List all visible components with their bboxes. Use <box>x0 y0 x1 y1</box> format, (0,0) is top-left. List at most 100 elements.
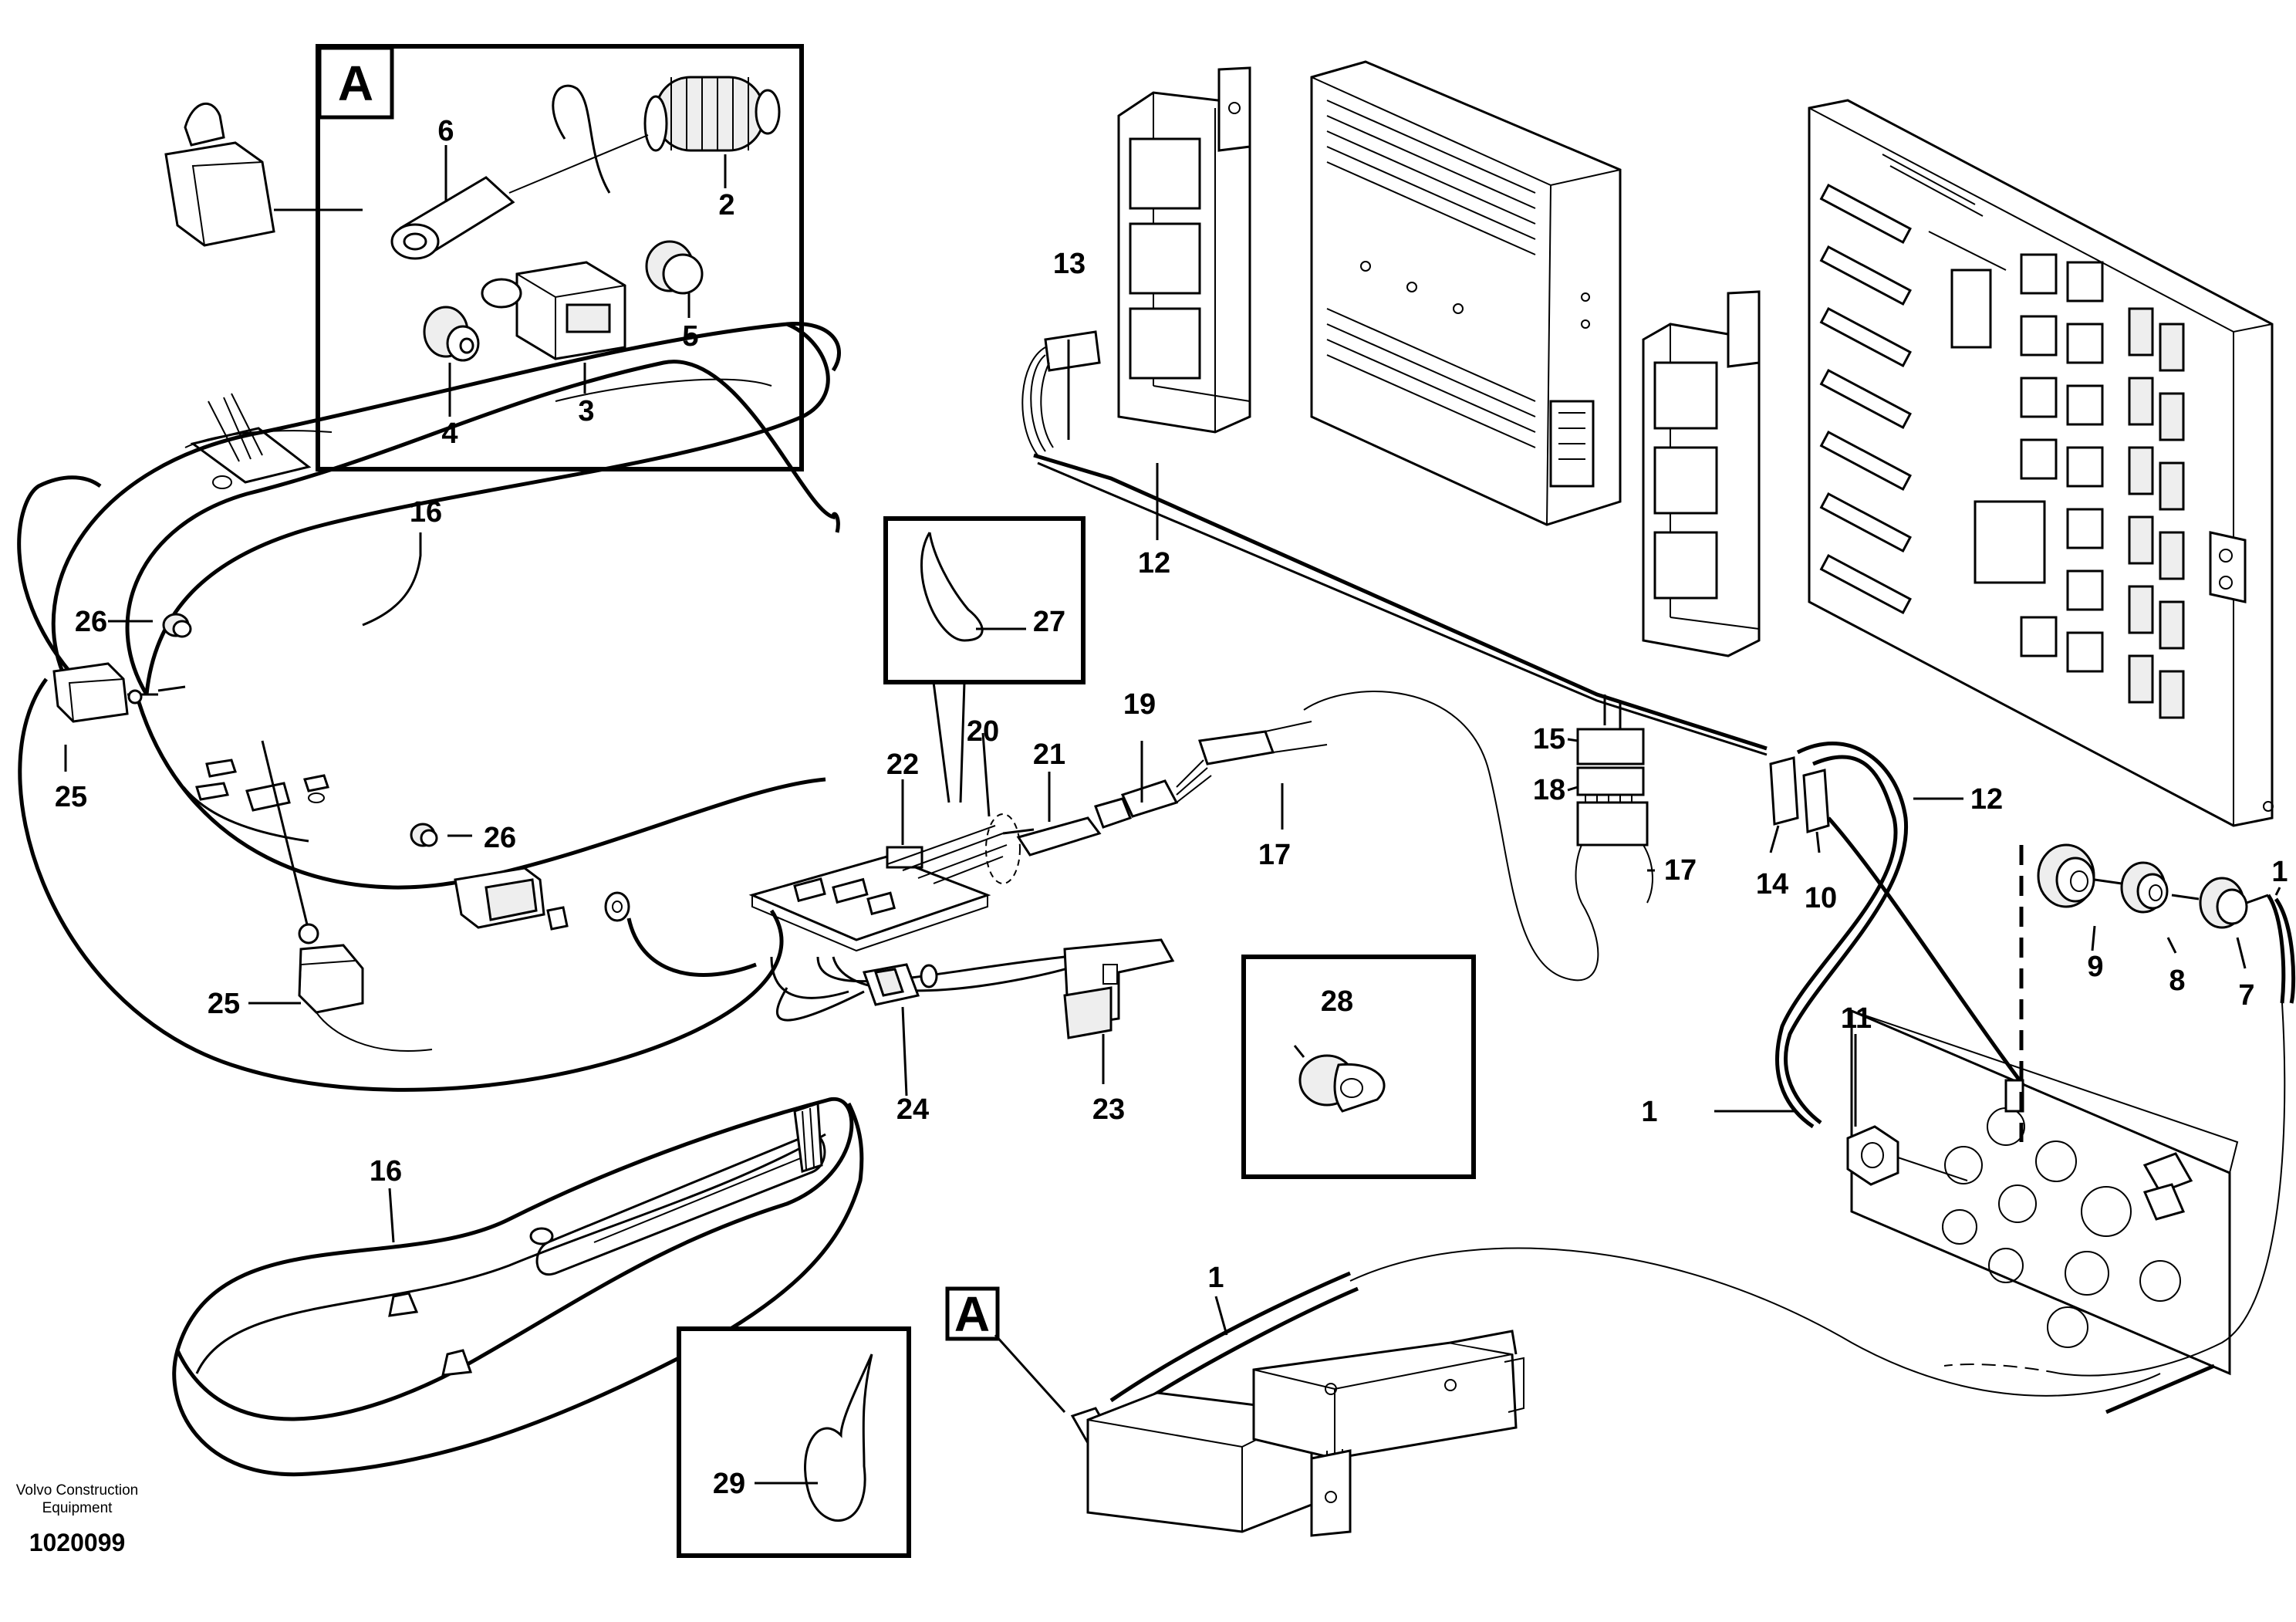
cable-1-right <box>1775 742 1909 1129</box>
detail-box-27 <box>883 516 1086 803</box>
clip-28-part <box>1298 1054 1386 1113</box>
callout-1-right: 1 <box>1641 1096 1657 1128</box>
thin-cable-17 <box>1303 691 1599 982</box>
callout-26-mid: 26 <box>484 822 516 854</box>
center-circuit-board <box>748 813 1021 952</box>
callout-22: 22 <box>886 748 919 781</box>
callout-19: 19 <box>1123 688 1156 721</box>
connector-17-center <box>1176 721 1328 803</box>
callout-4: 4 <box>441 417 458 450</box>
cable-1-far-right <box>2266 894 2296 1004</box>
callout-16-bottom: 16 <box>370 1155 402 1188</box>
plug-4-part <box>423 306 480 362</box>
callout-12-top: 12 <box>1138 547 1170 580</box>
grommet-9-part <box>2037 843 2095 908</box>
callout-8: 8 <box>2169 965 2185 997</box>
callout-17-center: 17 <box>1258 839 1291 871</box>
callout-10: 10 <box>1805 882 1837 914</box>
footer: Volvo Construction Equipment 1020099 <box>16 1482 138 1556</box>
callout-21: 21 <box>1033 738 1065 771</box>
connector-15-part <box>1576 694 1645 765</box>
cable-12-harness <box>1021 330 1768 756</box>
inline-connector-21 <box>1016 816 1102 857</box>
armrest-lower-shell <box>172 1097 864 1477</box>
connector-18-part <box>1575 766 1653 904</box>
detail-box-a: A <box>316 44 804 471</box>
credit-line-2: Equipment <box>42 1500 113 1516</box>
callout-15: 15 <box>1533 723 1565 755</box>
callout-1-far-right: 1 <box>2271 856 2288 888</box>
callout-18: 18 <box>1533 774 1565 806</box>
grommet-7-part <box>2199 877 2269 929</box>
bellows-boot-part <box>643 76 781 152</box>
drawing-number: 1020099 <box>29 1529 126 1556</box>
harness-center-right <box>1002 828 1035 835</box>
rocker-switch-part <box>454 867 569 931</box>
callout-24: 24 <box>896 1093 929 1126</box>
detail-box-a-label-frame <box>317 46 394 120</box>
switch-25-lower-part <box>261 740 433 1052</box>
leader-lines <box>64 340 2281 1485</box>
board-slots-left <box>1819 183 1912 615</box>
credit-line-1: Volvo Construction <box>16 1482 138 1499</box>
inline-connector-19 <box>1094 779 1179 829</box>
callout-5: 5 <box>682 320 698 353</box>
callout-7: 7 <box>2238 979 2254 1012</box>
mounting-bracket-right <box>1642 290 1761 657</box>
dashed-cable <box>1943 1363 2061 1374</box>
bottom-detail-a-label-frame <box>945 1286 1000 1341</box>
callout-6: 6 <box>437 115 454 147</box>
switch-block-part <box>481 261 626 360</box>
thin-cable-bottom <box>1349 1247 2161 1397</box>
callout-29: 29 <box>713 1468 745 1500</box>
callout-16-top: 16 <box>410 496 442 529</box>
grommet-leader-9-8-7 <box>2094 878 2200 901</box>
callout-1-bottom: 1 <box>1207 1262 1224 1294</box>
callout-12-right: 12 <box>1970 783 2003 816</box>
mounting-bracket-left <box>1117 66 1251 434</box>
thin-cable-right-loop <box>2059 1002 2286 1377</box>
switch-25-upper-part <box>52 662 186 723</box>
callout-23: 23 <box>1092 1093 1125 1126</box>
fuse-connectors-column <box>2128 307 2185 719</box>
grommet-5-part <box>645 240 704 295</box>
callout-2: 2 <box>718 189 734 221</box>
detail-box-29 <box>677 1326 911 1558</box>
ring-terminal-part <box>604 891 757 977</box>
bottom-detail-a-letter: A <box>954 1286 990 1342</box>
callout-20: 20 <box>967 715 999 748</box>
left-loop-cable <box>17 475 784 1092</box>
detail-box-28 <box>1241 955 1476 1179</box>
bottom-detail-a-module: A <box>945 1271 1524 1537</box>
callout-28: 28 <box>1321 985 1353 1018</box>
grommet-26-lower-part <box>410 823 438 847</box>
inner-loop-cable <box>137 701 826 890</box>
callout-27: 27 <box>1033 606 1065 638</box>
control-panel <box>1850 845 2239 1376</box>
ecu-module <box>1310 60 1622 526</box>
small-clips-part <box>182 759 329 843</box>
callout-17-right: 17 <box>1664 854 1697 887</box>
connector-14-part <box>1769 756 1830 833</box>
relay-array <box>1974 253 2104 673</box>
callout-26-top: 26 <box>75 606 107 638</box>
callout-25-top: 25 <box>55 781 87 813</box>
relay-23-part <box>1063 938 1175 1039</box>
joystick-switch-part <box>164 102 363 247</box>
connector-24-part <box>775 963 938 1022</box>
callout-3: 3 <box>578 395 594 427</box>
grommet-8-part <box>2120 861 2169 914</box>
cable-tie-29-part <box>804 1353 873 1522</box>
grommet-26-upper-part <box>162 613 192 638</box>
callout-9: 9 <box>2087 951 2103 983</box>
armrest-upper-shell <box>51 322 841 696</box>
nut-11-part <box>1846 1125 1968 1186</box>
callout-13: 13 <box>1053 248 1086 280</box>
callout-11: 11 <box>1841 1002 1872 1035</box>
relay-circuit-board <box>1808 99 2274 827</box>
pin-part <box>390 134 649 260</box>
callout-labels: 6 2 5 3 4 16 26 25 26 25 13 12 27 19 20 … <box>55 115 2288 1500</box>
callout-14: 14 <box>1756 868 1788 901</box>
cable-stub-bottom <box>2105 1363 2215 1414</box>
